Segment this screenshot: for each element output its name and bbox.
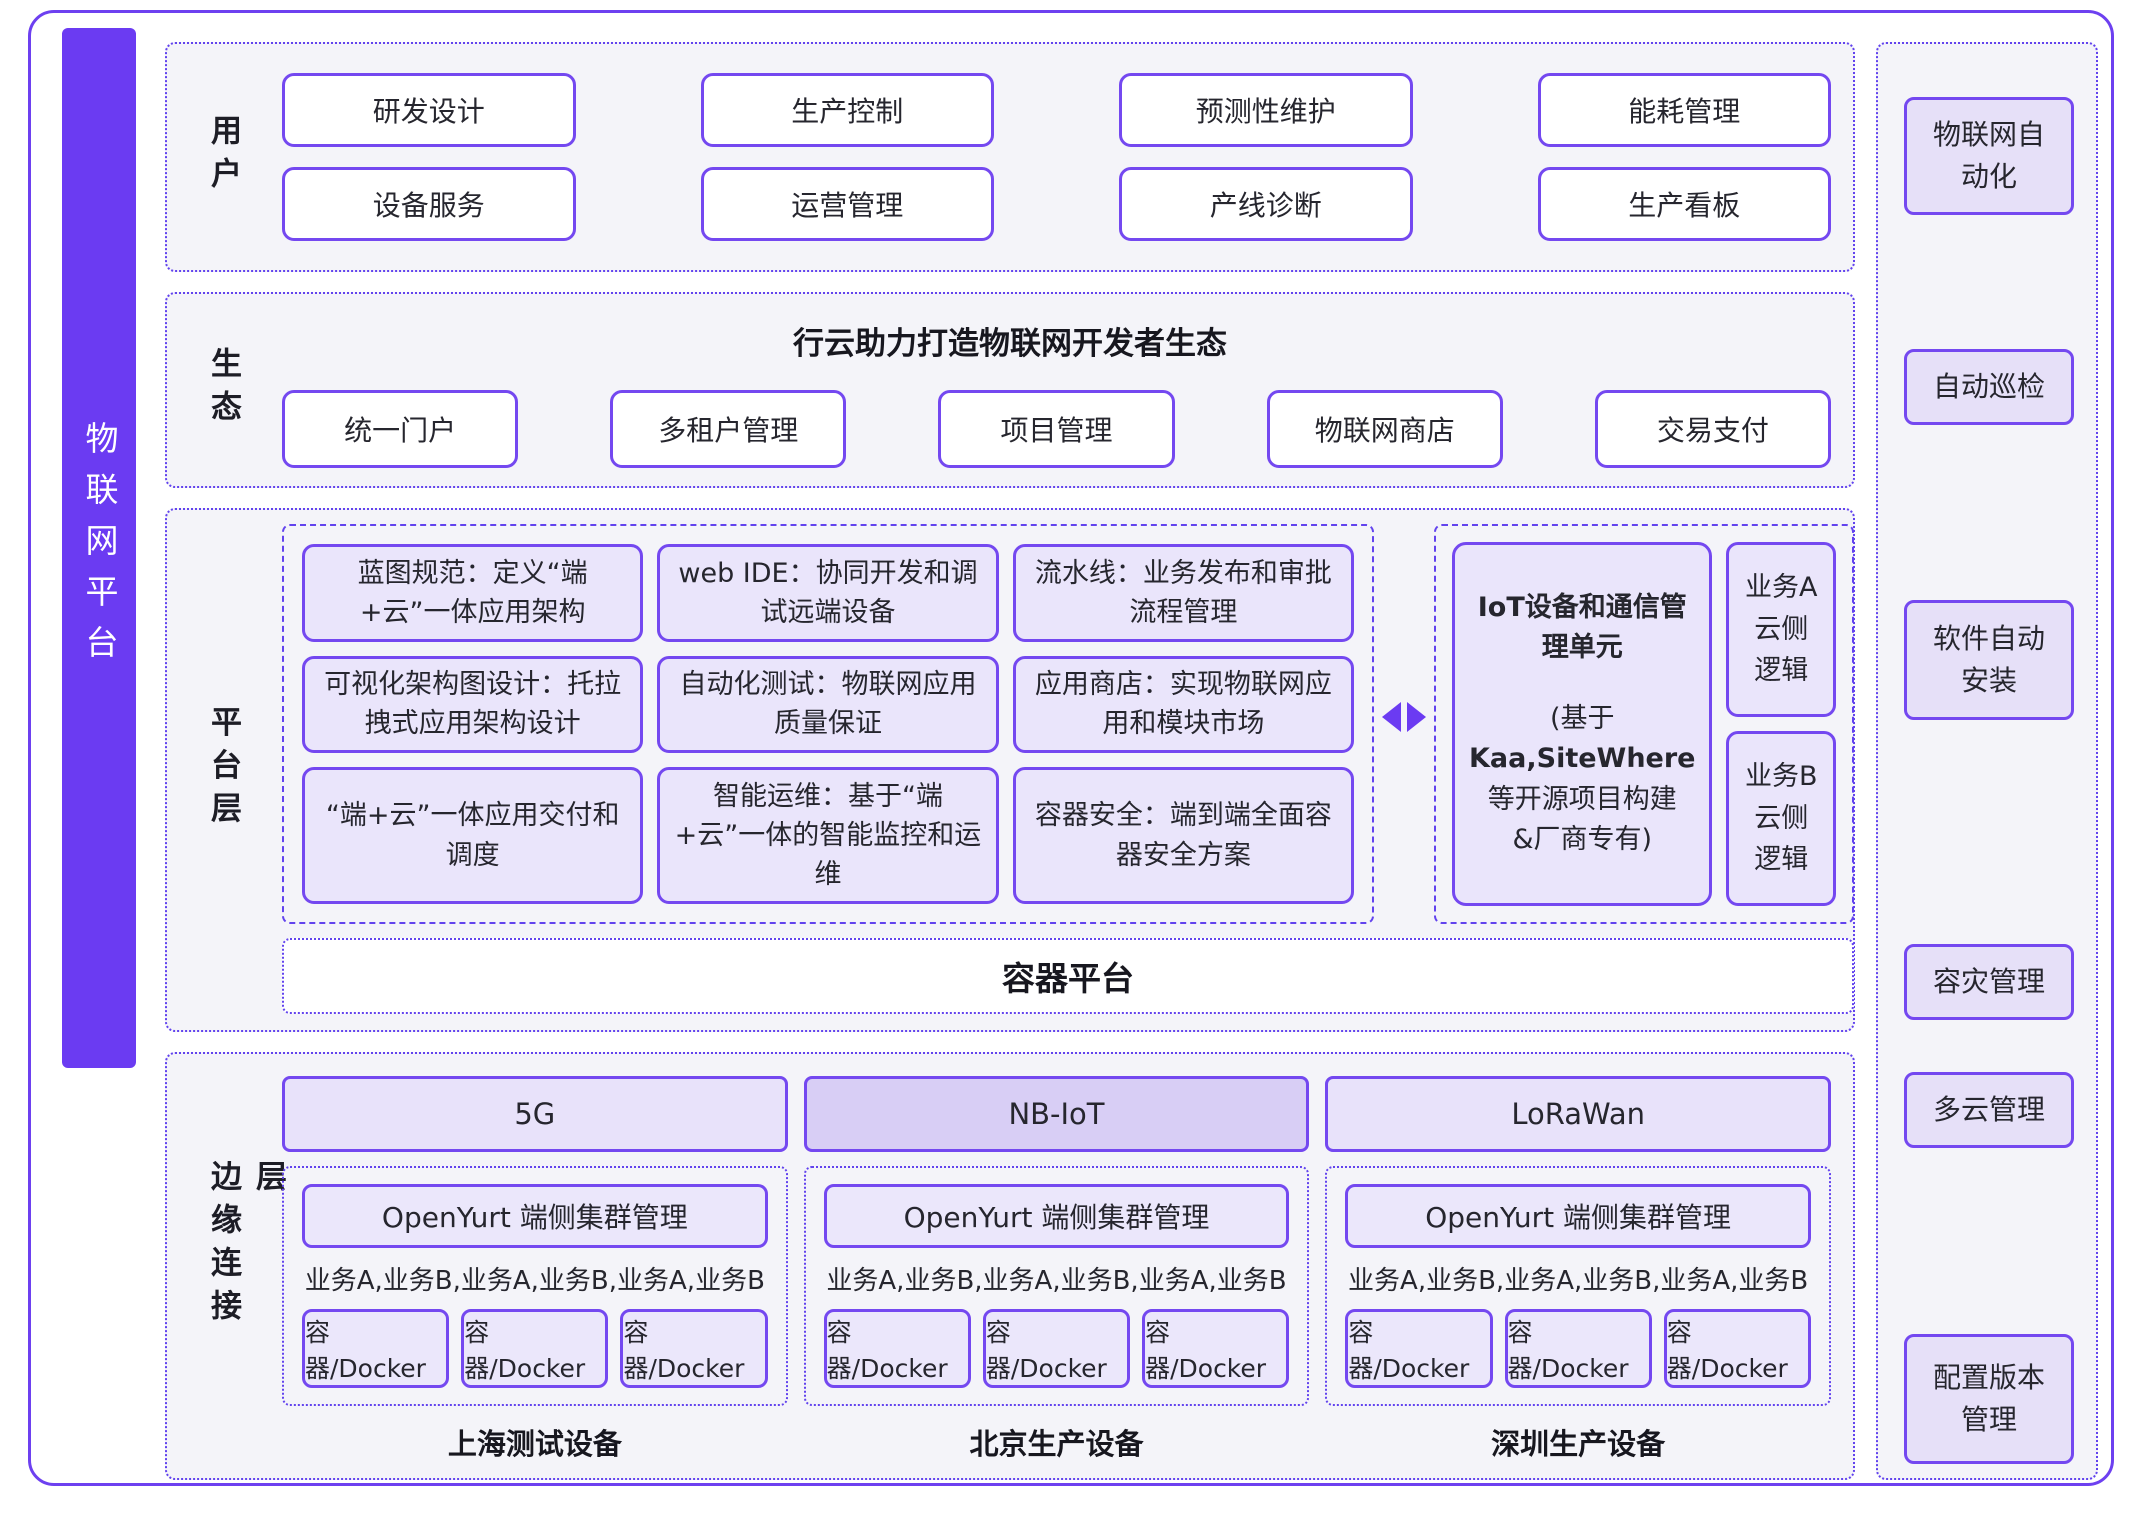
docker-container-card: 容器/Docker <box>982 1309 1131 1388</box>
connectivity-lorawan-bar: LoRaWan <box>1325 1076 1831 1152</box>
openyurt-manager-bar: OpenYurt 端侧集群管理 <box>823 1184 1290 1248</box>
edge-cluster-beijing: OpenYurt 端侧集群管理 业务A,业务B,业务A,业务B,业务A,业务B … <box>803 1166 1310 1406</box>
section-ecosystem: 生态 行云助力打造物联网开发者生态 统一门户 多租户管理 项目管理 物联网商店 … <box>165 292 1855 488</box>
container-platform-bar: 容器平台 <box>282 938 1854 1014</box>
platform-name-bar: 物联网平台 <box>62 28 136 1068</box>
user-scenario-card: 研发设计 <box>282 73 576 147</box>
iot-note-projects: Kaa,SiteWhere <box>1469 743 1696 774</box>
edge-cluster-shanghai: OpenYurt 端侧集群管理 业务A,业务B,业务A,业务B,业务A,业务B … <box>282 1166 788 1406</box>
ecosystem-card: 统一门户 <box>282 390 519 468</box>
ecosystem-title: 行云助力打造物联网开发者生态 <box>793 326 1227 362</box>
outer-frame <box>28 10 2114 1486</box>
services-line: 业务A,业务B,业务A,业务B,业务A,业务B <box>826 1266 1287 1296</box>
user-scenario-card: 生产控制 <box>700 73 994 147</box>
sidebar-item-disaster-recovery: 容灾管理 <box>1904 944 2074 1020</box>
connectivity-nbiot-bar: NB-IoT <box>803 1076 1310 1152</box>
iot-unit-note: (基于 Kaa,SiteWhere 等开源项目构建 &厂商专有) <box>1469 699 1695 861</box>
left-triangle-icon <box>1382 702 1401 732</box>
ecosystem-card: 交易支付 <box>1594 390 1831 468</box>
platform-vertical-label: 物联网平台 <box>80 420 119 676</box>
capability-card: 自动化测试：物联网应用质量保证 <box>657 655 999 754</box>
openyurt-manager-bar: OpenYurt 端侧集群管理 <box>302 1184 768 1248</box>
section-label-ecosystem: 生态 <box>205 347 241 433</box>
cloud-logic-b-line2: 云侧逻辑 <box>1754 802 1809 876</box>
cloud-logic-a-line1: 业务A <box>1745 571 1818 603</box>
docker-container-card: 容器/Docker <box>1142 1309 1290 1388</box>
user-scenario-grid: 研发设计 生产控制 预测性维护 能耗管理 设备服务 运营管理 产线诊断 生产看板 <box>282 73 1831 241</box>
docker-row: 容器/Docker 容器/Docker 容器/Docker <box>1345 1309 1811 1388</box>
cloud-logic-b-line1: 业务B <box>1744 760 1818 792</box>
capability-card: 智能运维：基于“端+云”一体的智能监控和运维 <box>657 767 999 904</box>
iot-note-suffix: &厂商专有) <box>1512 824 1653 855</box>
docker-container-card: 容器/Docker <box>461 1309 609 1388</box>
capability-card: 容器安全：端到端全面容器安全方案 <box>1012 767 1354 904</box>
user-scenario-card: 产线诊断 <box>1119 167 1413 241</box>
iot-note-prefix: (基于 <box>1549 702 1615 734</box>
docker-container-card: 容器/Docker <box>302 1309 450 1388</box>
openyurt-manager-bar: OpenYurt 端侧集群管理 <box>1345 1184 1811 1248</box>
user-scenario-card: 运营管理 <box>700 167 994 241</box>
services-line: 业务A,业务B,业务A,业务B,业务A,业务B <box>1348 1266 1809 1296</box>
cloud-logic-a-card: 业务A 云侧逻辑 <box>1726 542 1836 717</box>
section-label-platform: 平台层 <box>205 705 241 835</box>
iot-management-unit-card: IoT设备和通信管理单元 (基于 Kaa,SiteWhere 等开源项目构建 &… <box>1452 542 1713 906</box>
bidirectional-arrows-icon <box>1378 702 1430 732</box>
capability-card: web IDE：协同开发和调试远端设备 <box>657 544 999 642</box>
cloud-logic-a-line2: 云侧逻辑 <box>1754 613 1809 687</box>
docker-container-card: 容器/Docker <box>1345 1309 1493 1388</box>
device-location-label: 深圳生产设备 <box>1491 1427 1666 1461</box>
capability-card: 流水线：业务发布和审批流程管理 <box>1012 544 1354 642</box>
docker-container-card: 容器/Docker <box>1504 1309 1652 1388</box>
section-label-users: 用户 <box>205 114 241 200</box>
section-platform-layer: 平台层 蓝图规范：定义“端+云”一体应用架构 web IDE：协同开发和调试远端… <box>165 508 1855 1032</box>
connectivity-5g-bar: 5G <box>282 1076 788 1152</box>
docker-row: 容器/Docker 容器/Docker 容器/Docker <box>302 1309 768 1388</box>
device-location-label: 上海测试设备 <box>447 1427 622 1461</box>
capability-card: 应用商店：实现物联网应用和模块市场 <box>1012 655 1354 754</box>
docker-container-card: 容器/Docker <box>1663 1309 1811 1388</box>
docker-container-card: 容器/Docker <box>620 1309 768 1388</box>
edge-grid: 5G NB-IoT LoRaWan OpenYurt 端侧集群管理 业务A,业务… <box>282 1076 1831 1464</box>
ecosystem-card: 多租户管理 <box>610 390 847 468</box>
sidebar-item-config-version-management: 配置版本管理 <box>1904 1334 2074 1464</box>
iot-note-line: 等开源项目构建 <box>1487 783 1677 815</box>
user-scenario-card: 设备服务 <box>282 167 576 241</box>
right-triangle-icon <box>1407 702 1426 732</box>
section-users: 用户 研发设计 生产控制 预测性维护 能耗管理 设备服务 运营管理 产线诊断 生… <box>165 42 1855 272</box>
sidebar-item-software-auto-install: 软件自动安装 <box>1904 600 2074 720</box>
sidebar-item-multicloud-management: 多云管理 <box>1904 1072 2074 1148</box>
cloud-logic-b-card: 业务B 云侧逻辑 <box>1726 731 1836 906</box>
section-edge-layer: 边缘连接层 5G NB-IoT LoRaWan OpenYurt 端侧集群管理 … <box>165 1052 1855 1480</box>
capability-card: 蓝图规范：定义“端+云”一体应用架构 <box>302 544 644 642</box>
user-scenario-card: 预测性维护 <box>1119 73 1413 147</box>
device-location-label: 北京生产设备 <box>969 1427 1144 1461</box>
docker-row: 容器/Docker 容器/Docker 容器/Docker <box>823 1309 1290 1388</box>
cloud-logic-column: 业务A 云侧逻辑 业务B 云侧逻辑 <box>1726 542 1836 906</box>
iot-unit-group: IoT设备和通信管理单元 (基于 Kaa,SiteWhere 等开源项目构建 &… <box>1434 524 1854 924</box>
sidebar-item-iot-automation: 物联网自动化 <box>1904 97 2074 215</box>
capability-card: 可视化架构图设计：托拉拽式应用架构设计 <box>302 655 644 754</box>
ecosystem-card: 项目管理 <box>938 390 1175 468</box>
sidebar-item-auto-inspection: 自动巡检 <box>1904 349 2074 425</box>
edge-cluster-shenzhen: OpenYurt 端侧集群管理 业务A,业务B,业务A,业务B,业务A,业务B … <box>1325 1166 1831 1406</box>
services-line: 业务A,业务B,业务A,业务B,业务A,业务B <box>304 1266 765 1296</box>
ecosystem-card: 物联网商店 <box>1266 390 1503 468</box>
user-scenario-card: 生产看板 <box>1537 167 1831 241</box>
ecosystem-grid: 统一门户 多租户管理 项目管理 物联网商店 交易支付 <box>282 390 1831 468</box>
user-scenario-card: 能耗管理 <box>1537 73 1831 147</box>
ops-sidebar: 物联网自动化 自动巡检 软件自动安装 容灾管理 多云管理 配置版本管理 <box>1876 42 2098 1480</box>
capability-grid: 蓝图规范：定义“端+云”一体应用架构 web IDE：协同开发和调试远端设备 流… <box>282 524 1374 924</box>
section-label-edge: 边缘连接层 <box>205 1160 286 1332</box>
iot-unit-title: IoT设备和通信管理单元 <box>1477 591 1687 664</box>
capability-card: “端+云”一体应用交付和调度 <box>302 767 644 904</box>
docker-container-card: 容器/Docker <box>823 1309 971 1388</box>
